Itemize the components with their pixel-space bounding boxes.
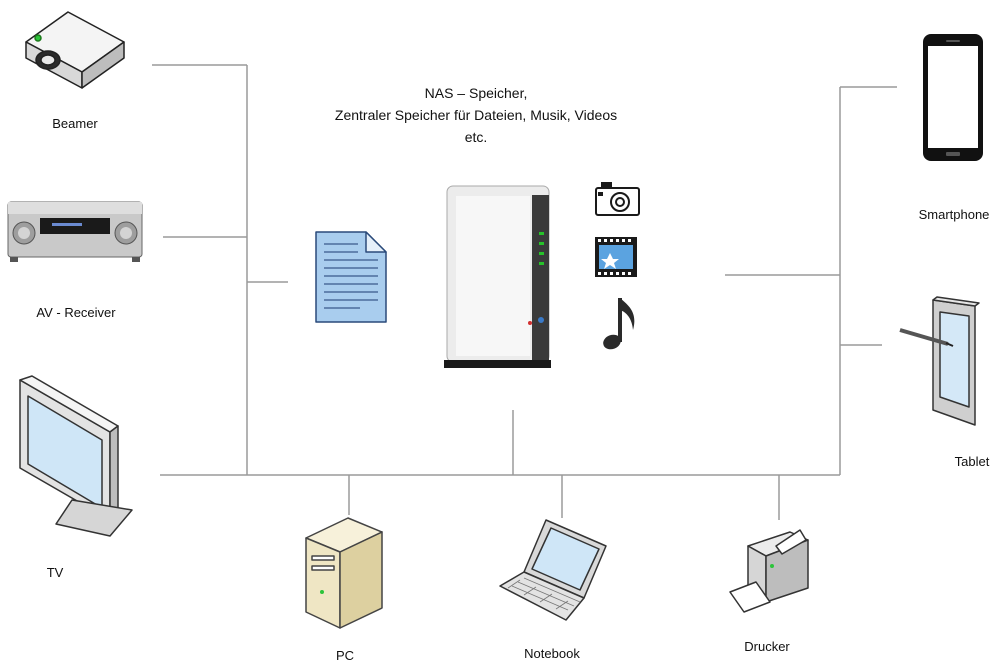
nas-device-icon (444, 185, 551, 368)
nas-title: NAS – Speicher, Zentraler Speicher für D… (335, 82, 617, 148)
tablet-icon (899, 296, 980, 426)
connection-lines (152, 64, 897, 520)
printer-icon (729, 529, 809, 613)
notebook-icon (499, 519, 607, 621)
music-note-icon (603, 298, 635, 350)
nas-title-line-3: etc. (464, 129, 488, 145)
projector-icon (25, 11, 125, 89)
av-receiver-icon (7, 201, 143, 262)
pc-tower-icon (305, 517, 383, 629)
label-tablet: Tablet (954, 454, 990, 469)
label-tv: TV (46, 565, 64, 580)
label-smartphone: Smartphone (918, 207, 990, 222)
smartphone-icon (923, 34, 983, 161)
label-drucker: Drucker (744, 639, 790, 654)
film-icon (595, 237, 637, 277)
label-beamer: Beamer (52, 116, 98, 131)
label-notebook: Notebook (524, 646, 580, 661)
nas-title-line-2: Zentraler Speicher für Dateien, Musik, V… (334, 107, 618, 123)
label-av-receiver: AV - Receiver (36, 305, 116, 320)
label-pc: PC (335, 648, 355, 663)
nas-title-line-1: NAS – Speicher, (424, 85, 528, 101)
camera-icon (595, 182, 640, 216)
tv-monitor-icon (19, 375, 133, 537)
document-icon (315, 231, 387, 323)
